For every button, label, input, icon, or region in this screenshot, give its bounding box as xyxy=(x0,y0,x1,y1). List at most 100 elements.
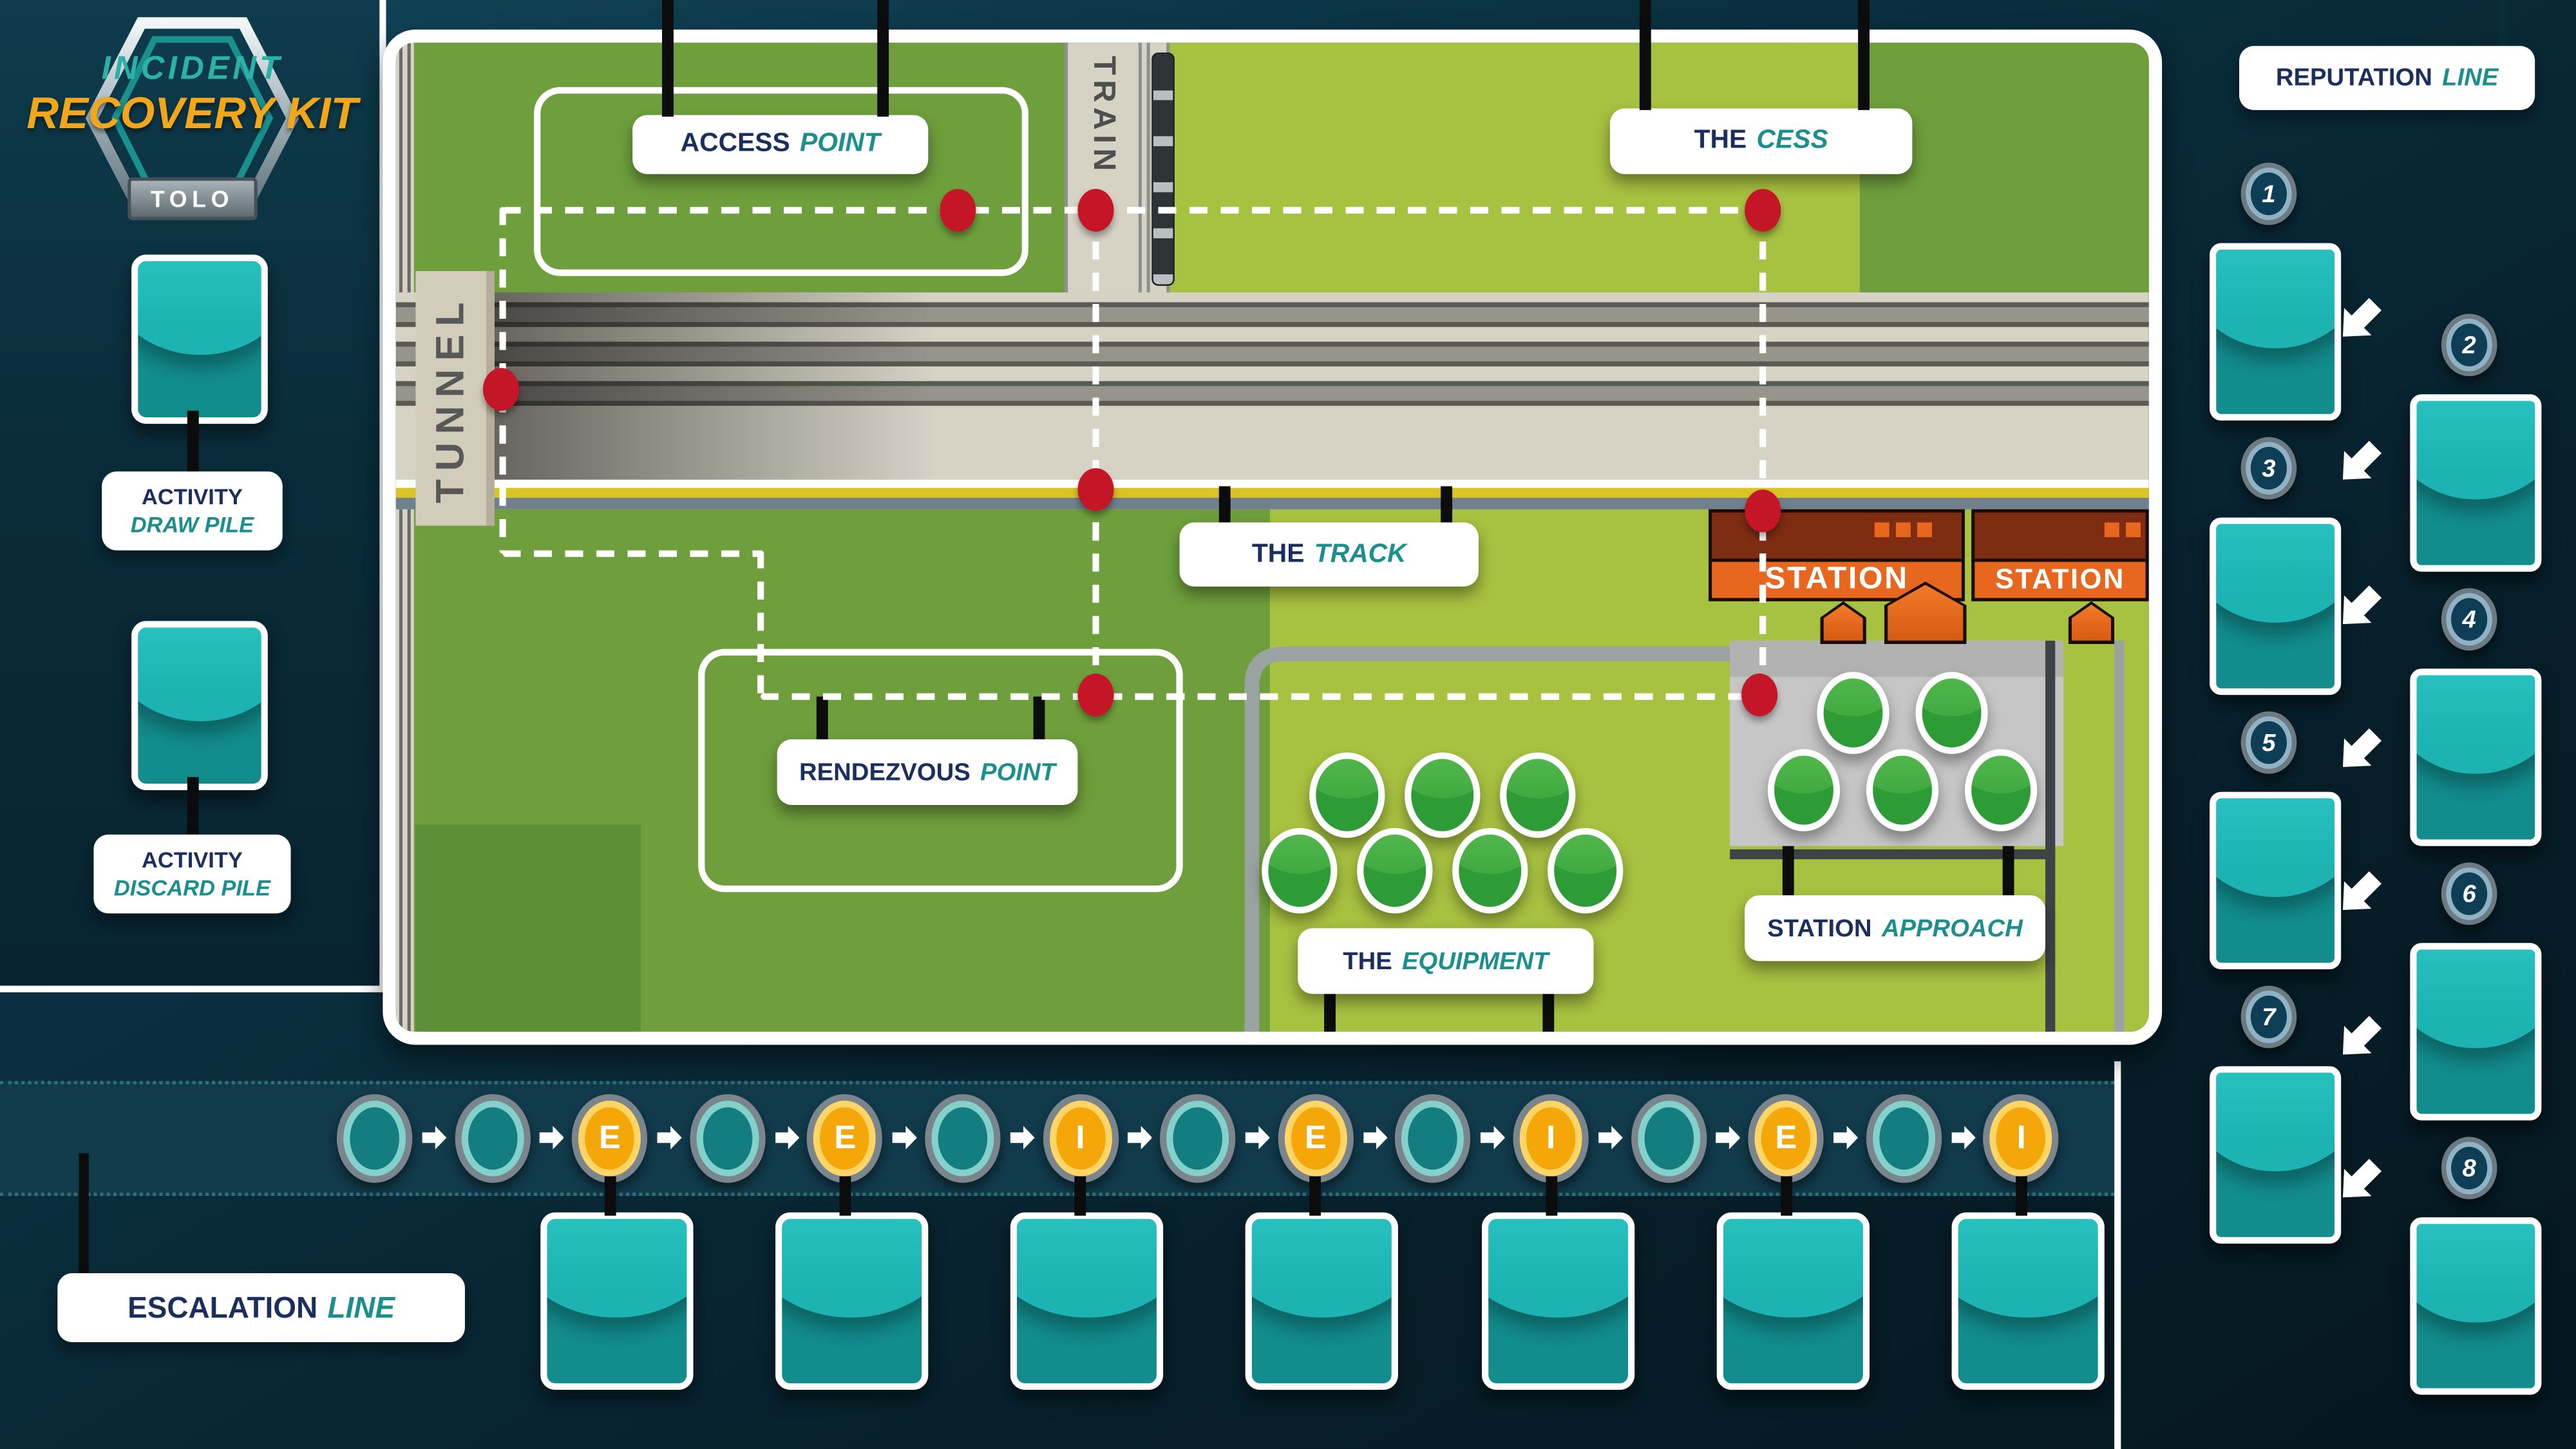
train-road: TRAIN xyxy=(1065,43,1175,293)
station-sign-left: STATION xyxy=(1709,558,1965,601)
activity-discard-pile[interactable] xyxy=(131,621,268,791)
train-piece[interactable] xyxy=(1151,52,1175,286)
reputation-step-3[interactable]: 3 xyxy=(2240,437,2297,500)
connector-line xyxy=(187,777,199,835)
equipment-token-slot[interactable] xyxy=(1357,828,1433,914)
escalation-node[interactable] xyxy=(689,1094,766,1183)
platform-edge-yellow xyxy=(395,488,2149,498)
logo: INCIDENT RECOVERY KIT TOLO xyxy=(0,6,384,253)
connector-line xyxy=(1218,486,1231,526)
reputation-card-slot[interactable] xyxy=(2210,1066,2342,1244)
escalation-node[interactable] xyxy=(1631,1094,1707,1183)
waypoint-marker xyxy=(482,368,520,411)
escalation-card-slot[interactable] xyxy=(540,1212,693,1390)
map-board-inner: TUNNEL TRAIN STATION xyxy=(395,43,2149,1032)
reputation-step-6[interactable]: 6 xyxy=(2441,862,2497,925)
connector-line xyxy=(2002,846,2014,896)
down-left-arrow-icon xyxy=(2327,1005,2392,1070)
access-point-zone xyxy=(534,87,1028,276)
waypoint-marker xyxy=(1077,673,1114,717)
escalation-node-e[interactable]: E xyxy=(807,1094,883,1183)
escalation-node[interactable] xyxy=(1395,1094,1472,1183)
reputation-card-slot[interactable] xyxy=(2210,791,2342,970)
approach-road xyxy=(1244,646,1730,1032)
escalation-node-e[interactable]: E xyxy=(572,1094,648,1183)
escalation-node[interactable] xyxy=(925,1094,1001,1183)
connector-line xyxy=(1858,0,1870,110)
route-dash xyxy=(1092,210,1099,699)
waypoint-marker xyxy=(1741,673,1778,717)
escalation-node[interactable] xyxy=(1866,1094,1942,1183)
escalation-node-e[interactable]: E xyxy=(1748,1094,1824,1183)
roadside-strip xyxy=(395,43,414,1032)
reputation-step-8[interactable]: 8 xyxy=(2441,1137,2497,1200)
down-left-arrow-icon xyxy=(2327,718,2392,783)
escalation-node-e[interactable]: E xyxy=(1278,1094,1354,1183)
connector-line xyxy=(1033,696,1045,743)
reputation-card-slot[interactable] xyxy=(2210,517,2342,696)
reputation-card-slot[interactable] xyxy=(2410,1217,2542,1395)
activity-draw-pile[interactable] xyxy=(131,254,268,424)
equipment-token-slot[interactable] xyxy=(1405,752,1481,838)
equipment-token-slot[interactable] xyxy=(1452,828,1528,914)
escalation-card-slot[interactable] xyxy=(775,1212,929,1390)
logo-badge: TOLO xyxy=(128,177,257,220)
logo-line-2: RECOVERY KIT xyxy=(26,88,358,138)
route-dash xyxy=(757,550,764,700)
escalation-node-i[interactable]: I xyxy=(1042,1094,1119,1183)
platform-token-slot[interactable] xyxy=(1964,749,2038,831)
connector-line xyxy=(816,696,828,743)
escalation-node-i[interactable]: I xyxy=(1513,1094,1589,1183)
connector-line xyxy=(1545,1176,1557,1216)
road-dark-v xyxy=(2045,640,2056,1032)
escalation-card-slot[interactable] xyxy=(1951,1212,2105,1390)
field-dark-corner xyxy=(415,824,641,1032)
reputation-step-4[interactable]: 4 xyxy=(2441,588,2497,651)
reputation-card-slot[interactable] xyxy=(2410,394,2542,572)
equipment-token-slot[interactable] xyxy=(1500,752,1576,838)
platform-token-slot[interactable] xyxy=(1866,749,1939,831)
connector-line xyxy=(1780,1176,1792,1216)
train-road-label: TRAIN xyxy=(1086,55,1121,176)
connector-line xyxy=(662,0,674,117)
connector-line xyxy=(1542,994,1555,1032)
connector-line xyxy=(603,1176,616,1216)
reputation-card-slot[interactable] xyxy=(2410,943,2542,1121)
platform-token-slot[interactable] xyxy=(1915,672,1988,754)
route-dash xyxy=(502,550,764,557)
waypoint-marker xyxy=(1745,489,1781,533)
escalation-card-slot[interactable] xyxy=(1481,1212,1634,1390)
escalation-node[interactable] xyxy=(336,1094,413,1183)
equipment-token-slot[interactable] xyxy=(1548,828,1624,914)
connector-line xyxy=(1309,1176,1321,1216)
equipment-token-slot[interactable] xyxy=(1309,752,1385,838)
equipment-token-slot[interactable] xyxy=(1262,828,1338,914)
route-dash xyxy=(1759,210,1766,699)
down-left-arrow-icon xyxy=(2327,431,2392,497)
rendezvous-zone xyxy=(698,649,1183,893)
platform-token-slot[interactable] xyxy=(1817,672,1889,754)
connector-line xyxy=(187,410,199,472)
escalation-node[interactable] xyxy=(454,1094,530,1183)
escalation-card-slot[interactable] xyxy=(1245,1212,1399,1390)
connector-line xyxy=(1639,0,1651,110)
waypoint-marker xyxy=(1077,189,1114,232)
reputation-card-slot[interactable] xyxy=(2210,243,2342,421)
platform-token-slot[interactable] xyxy=(1767,749,1841,831)
reputation-step-1[interactable]: 1 xyxy=(2240,162,2297,225)
platform-edge-slate xyxy=(395,497,2149,509)
reputation-step-2[interactable]: 2 xyxy=(2441,314,2497,377)
connector-line xyxy=(2272,0,2280,48)
reputation-card-slot[interactable] xyxy=(2410,668,2542,846)
escalation-node-i[interactable]: I xyxy=(1984,1094,2060,1183)
escalation-card-slot[interactable] xyxy=(1010,1212,1164,1390)
escalation-node[interactable] xyxy=(1160,1094,1236,1183)
reputation-step-5[interactable]: 5 xyxy=(2240,711,2297,774)
escalation-card-slot[interactable] xyxy=(1716,1212,1870,1390)
reputation-step-7[interactable]: 7 xyxy=(2240,985,2297,1048)
